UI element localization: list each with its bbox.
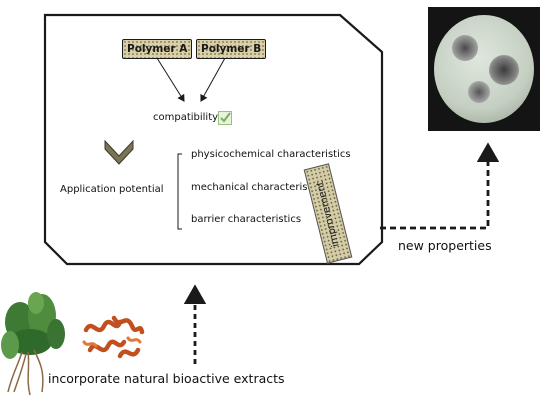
arrow-new-properties xyxy=(380,142,500,230)
characteristic-physicochemical: physicochemical characteristics xyxy=(191,149,351,160)
plant-image xyxy=(1,292,65,396)
compatibility-text: compatibility xyxy=(153,112,219,123)
new-properties-label: new properties xyxy=(398,238,492,253)
bracket xyxy=(177,153,182,230)
content-frame xyxy=(43,13,384,266)
protein-image xyxy=(82,315,145,359)
chevron-down-icon xyxy=(104,139,134,165)
characteristic-barrier: barrier characteristics xyxy=(191,214,302,225)
inhibition-zone xyxy=(452,35,478,61)
compatibility-label: compatibility xyxy=(153,112,218,123)
inhibition-zone xyxy=(489,55,519,85)
check-icon xyxy=(218,111,232,125)
characteristic-mechanical: mechanical characteristics xyxy=(191,182,325,193)
inhibition-zone xyxy=(468,81,490,103)
petri-dish xyxy=(434,15,534,123)
arrow-polymer-a xyxy=(156,57,185,102)
polymer-b-box: Polymer B xyxy=(196,39,267,59)
petri-dish-photo xyxy=(428,7,540,131)
incorporate-label: incorporate natural bioactive extracts xyxy=(48,371,285,386)
application-potential-label: Application potential xyxy=(60,184,164,195)
arrow-polymer-b xyxy=(200,57,226,102)
polymer-a-box: Polymer A xyxy=(122,39,193,59)
